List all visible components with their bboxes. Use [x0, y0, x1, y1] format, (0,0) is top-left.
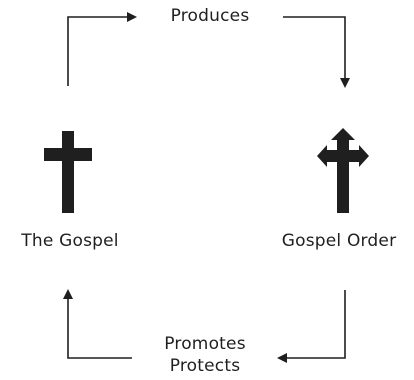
arrow-produces-to-gospel-order	[283, 16, 350, 88]
promotes-label: Promotes	[164, 334, 246, 354]
cross-icon	[44, 131, 92, 213]
the-gospel-label: The Gospel	[21, 231, 119, 251]
arrow-gospel-order-to-promotes	[277, 290, 346, 363]
cross-with-arrows-icon	[317, 128, 369, 213]
arrow-promotes-to-gospel	[63, 289, 132, 359]
gospel-order-label: Gospel Order	[281, 231, 397, 251]
protects-label: Protects	[169, 356, 241, 376]
arrow-gospel-to-produces	[67, 12, 137, 86]
produces-label: Produces	[170, 6, 250, 26]
